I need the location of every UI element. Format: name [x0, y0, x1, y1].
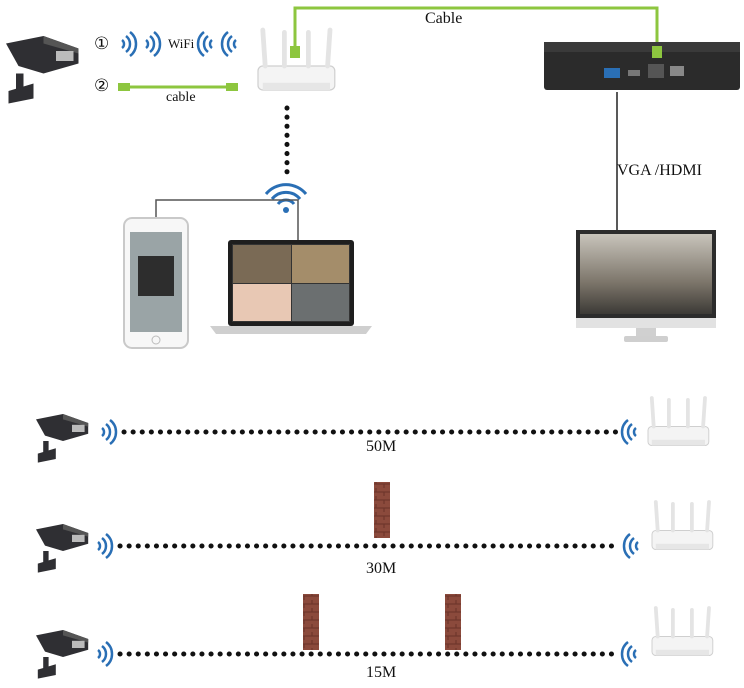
distance-row-50m — [36, 396, 711, 463]
row2-camera-icon — [36, 524, 89, 573]
row1-camera-icon — [36, 414, 89, 463]
nvr-device-icon — [544, 42, 740, 90]
option2-marker: ② — [94, 76, 110, 95]
row3-wave-left — [96, 640, 114, 668]
row3-router-icon — [650, 606, 715, 658]
wifi-broadcast-icon — [264, 183, 308, 213]
row3-wall-1 — [303, 594, 319, 650]
cable-router-to-nvr — [293, 6, 659, 50]
row2-router-icon — [650, 500, 715, 552]
distance-row-30m — [36, 482, 715, 573]
wifi-label: WiFi — [168, 36, 195, 51]
option1-marker: ① — [94, 34, 110, 53]
phone-icon — [123, 217, 189, 349]
row2-wall — [374, 482, 390, 538]
monitor-icon — [576, 230, 716, 342]
distance-label-15m: 15M — [366, 664, 397, 681]
row1-wave-right — [620, 418, 638, 446]
row3-camera-icon — [36, 630, 89, 679]
row3-wave-right — [620, 640, 638, 668]
row1-router-icon — [646, 396, 711, 448]
cable-small-label: cable — [166, 90, 196, 105]
row3-wall-2 — [445, 594, 461, 650]
distance-label-30m: 30M — [366, 560, 397, 577]
row2-wave-right — [622, 532, 640, 560]
laptop-icon — [210, 240, 372, 334]
distance-row-15m — [36, 594, 715, 679]
row1-wave-left — [100, 418, 118, 446]
cable-option2 — [118, 83, 238, 91]
cable-label: Cable — [425, 10, 463, 27]
top-camera-icon — [6, 36, 79, 104]
router-cable-plug — [290, 46, 300, 58]
vga-hdmi-label: VGA /HDMI — [617, 162, 702, 179]
distance-label-50m: 50M — [366, 438, 397, 455]
row2-wave-left — [96, 532, 114, 560]
wifi-to-devices-lines — [155, 199, 299, 242]
